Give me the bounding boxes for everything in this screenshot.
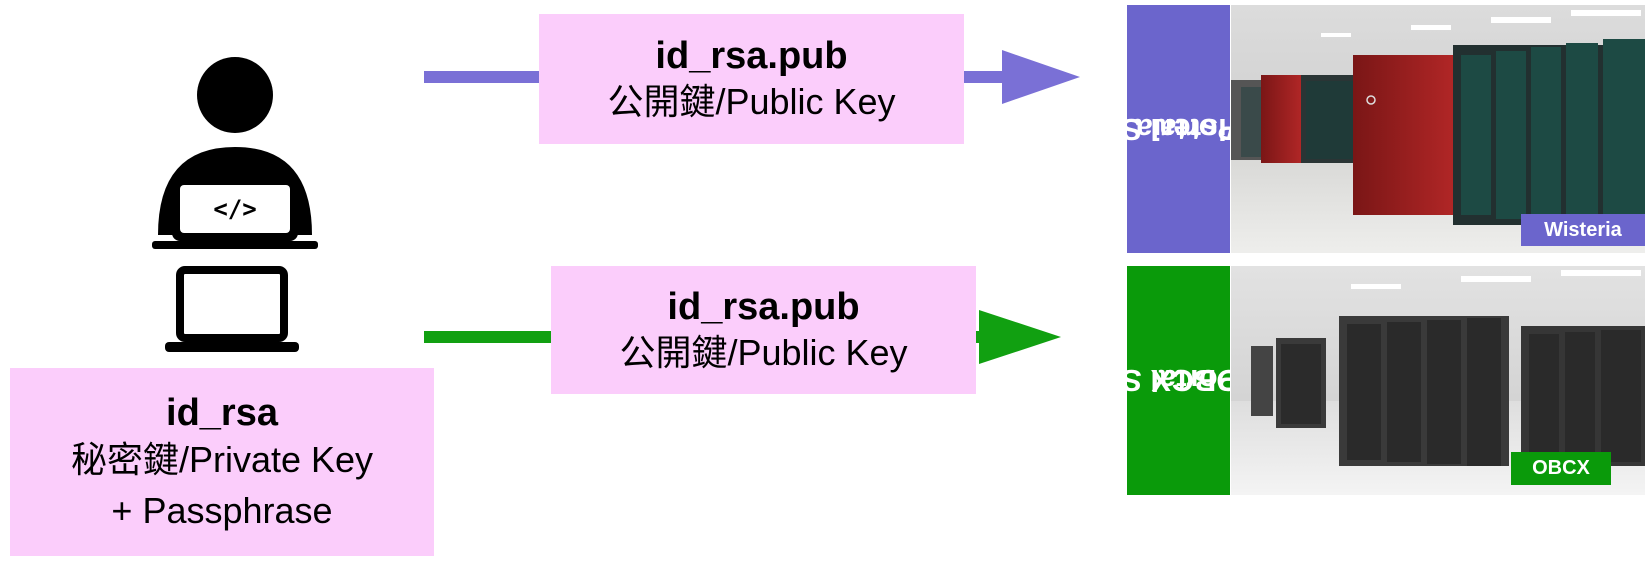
private-key-type: 秘密鍵/Private Key [70,438,374,480]
obcx-supercomputer-photo: OBCX [1231,266,1645,495]
public-key-type: 公開鍵/Public Key [607,81,896,123]
obcx-tag: OBCX [1511,452,1611,485]
obcx-portal-label: Portal Site OBCX [1085,266,1240,495]
public-key-filename: id_rsa.pub [667,285,860,328]
svg-text:</>: </> [213,195,256,223]
public-key-filename: id_rsa.pub [655,34,848,77]
wisteria-portal-label: Portal Site Wisteria [1085,5,1256,253]
passphrase-label: + Passphrase [111,489,333,531]
public-key-box-obcx: id_rsa.pub 公開鍵/Public Key [551,266,976,394]
wisteria-tag: Wisteria [1521,214,1645,246]
private-key-filename: id_rsa [166,392,278,435]
laptop-icon [165,266,299,352]
programmer-icon: </> [152,57,318,249]
public-key-box-wisteria: id_rsa.pub 公開鍵/Public Key [539,14,964,144]
public-key-type: 公開鍵/Public Key [619,332,908,374]
private-key-box: id_rsa 秘密鍵/Private Key + Passphrase [10,368,434,556]
wisteria-supercomputer-photo: Wisteria [1231,5,1645,253]
